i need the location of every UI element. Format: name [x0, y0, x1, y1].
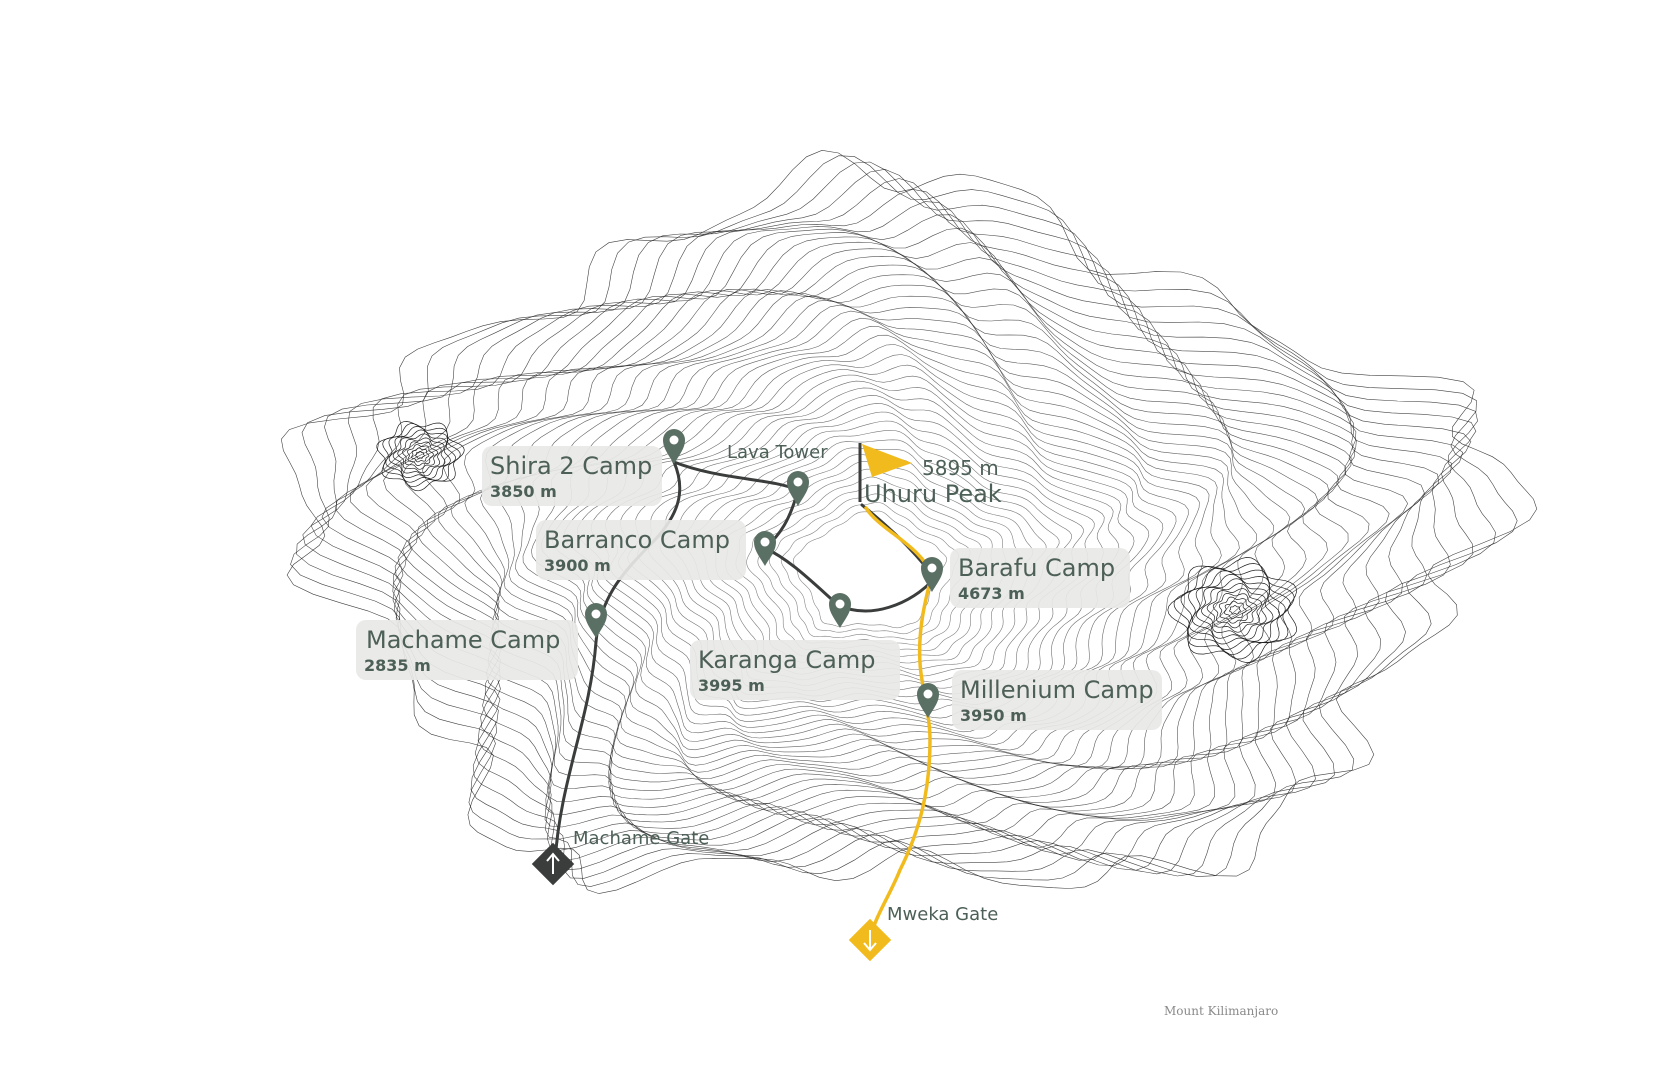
contour-line	[415, 451, 425, 459]
camp-name: Machame Camp	[366, 626, 561, 654]
summit-name: Uhuru Peak	[864, 480, 1002, 508]
location-pin-icon[interactable]	[754, 531, 776, 566]
flag-icon	[858, 443, 912, 502]
contour-line	[450, 284, 1319, 798]
ascent-route	[553, 459, 937, 864]
location-pin-icon[interactable]	[829, 593, 851, 628]
contour-line	[334, 201, 1452, 861]
contour-line	[514, 310, 1258, 773]
contour-line	[1212, 593, 1258, 629]
location-pin-icon[interactable]	[787, 471, 809, 506]
camp-name: Millenium Camp	[960, 676, 1154, 704]
contour-line	[321, 188, 1464, 866]
camp-card-machame[interactable]: Machame Camp 2835 m	[356, 620, 578, 680]
contour-line	[1229, 605, 1241, 615]
machame-gate-marker[interactable]	[531, 842, 575, 886]
location-pin-icon[interactable]	[917, 683, 939, 718]
camp-name: Barafu Camp	[958, 554, 1116, 582]
map-credit: Mount Kilimanjaro	[1164, 1004, 1279, 1018]
contour-line	[383, 236, 1409, 840]
contour-line	[1218, 596, 1253, 624]
machame-gate-label: Machame Gate	[573, 828, 710, 849]
mweka-gate-marker[interactable]	[848, 918, 892, 962]
contour-line	[1173, 563, 1295, 660]
camp-altitude: 4673 m	[958, 584, 1025, 603]
contour-line	[388, 429, 451, 479]
contour-line	[365, 227, 1425, 848]
camp-altitude: 3900 m	[544, 556, 611, 575]
contour-line	[464, 295, 1306, 792]
location-pin-icon[interactable]	[921, 557, 943, 592]
contour-line	[402, 441, 438, 470]
contour-line	[1224, 600, 1247, 619]
contour-line	[392, 433, 446, 477]
contour-line	[290, 155, 1518, 887]
contour-line	[296, 161, 1496, 879]
contour-line	[1188, 570, 1286, 650]
mweka-gate-label: Mweka Gate	[887, 904, 999, 925]
contour-line	[757, 485, 982, 646]
camp-card-karanga[interactable]: Karanga Camp 3995 m	[690, 640, 900, 700]
contour-line	[426, 264, 1339, 808]
contour-line	[769, 493, 971, 640]
camp-card-barranco[interactable]: Barranco Camp 3900 m	[536, 520, 746, 580]
contour-line	[746, 476, 993, 651]
contour-line	[310, 178, 1472, 871]
contour-line	[437, 274, 1330, 803]
contour-line	[407, 444, 434, 466]
contour-line	[1191, 574, 1280, 645]
camp-altitude: 2835 m	[364, 656, 431, 675]
arrow-up-icon	[546, 852, 560, 874]
camp-altitude: 3950 m	[960, 706, 1027, 725]
contour-line	[280, 149, 1538, 894]
camp-altitude: 3850 m	[490, 482, 557, 501]
camp-name: Shira 2 Camp	[490, 452, 653, 480]
camp-markers	[585, 429, 943, 718]
contour-line	[1167, 557, 1297, 663]
contour-line	[376, 421, 465, 492]
contour-line	[792, 510, 948, 629]
camp-card-millenium[interactable]: Millenium Camp 3950 m	[952, 670, 1162, 730]
location-pin-icon[interactable]	[585, 603, 607, 638]
contour-line	[479, 299, 1291, 786]
contour-line	[350, 214, 1440, 855]
camp-name: Barranco Camp	[544, 526, 730, 554]
contour-line	[1196, 578, 1274, 640]
arrow-down-icon	[863, 930, 877, 952]
contour-line	[411, 447, 430, 463]
camp-altitude: 3995 m	[698, 676, 765, 695]
contour-line	[1201, 583, 1267, 637]
summit-altitude: 5895 m	[922, 456, 999, 480]
contour-line	[408, 248, 1370, 825]
camp-card-shira2[interactable]: Shira 2 Camp 3850 m	[482, 446, 662, 506]
contour-line	[780, 502, 959, 635]
contour-line	[1206, 588, 1262, 633]
lava-tower-label: Lava Tower	[727, 442, 828, 463]
contour-line	[496, 304, 1275, 779]
contour-line	[397, 437, 442, 474]
location-pin-icon[interactable]	[663, 429, 685, 464]
contour-lines	[280, 149, 1538, 894]
contour-line	[402, 241, 1390, 832]
camp-card-barafu[interactable]: Barafu Camp 4673 m	[950, 548, 1130, 608]
contour-line	[416, 255, 1349, 816]
camp-name: Karanga Camp	[698, 646, 876, 674]
contour-line	[385, 426, 456, 483]
